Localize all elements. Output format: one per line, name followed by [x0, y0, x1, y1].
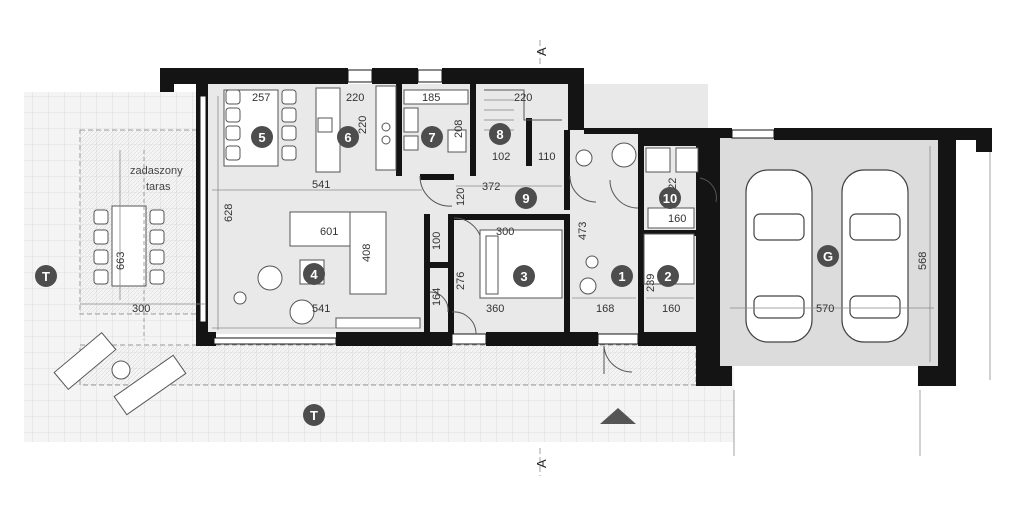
- garage-cars: [745, 169, 909, 343]
- doors: [419, 175, 717, 374]
- room-badge-terrace-left: T: [35, 265, 57, 287]
- dim-label: 220: [346, 92, 364, 104]
- room-badge-5: 5: [251, 126, 273, 148]
- dim-label: 628: [223, 204, 235, 222]
- svg-text:9: 9: [522, 191, 529, 206]
- dim-label: 208: [453, 120, 465, 138]
- dim-label: 110: [538, 151, 556, 163]
- dim-label: 541: [312, 303, 330, 315]
- entrance-arrow-icon: [600, 408, 636, 424]
- dim-label: 168: [596, 303, 614, 315]
- dim-label: 160: [662, 303, 680, 315]
- room-badge-garage: G: [817, 245, 839, 267]
- dim-label: 570: [816, 303, 834, 315]
- svg-text:G: G: [823, 249, 833, 264]
- svg-text:5: 5: [258, 130, 265, 145]
- room-badge-4: 4: [303, 263, 325, 285]
- dim-label: 160: [668, 213, 686, 225]
- dim-label: 120: [455, 188, 467, 206]
- dim-label: 473: [577, 222, 589, 240]
- terrace-dining-table: [93, 205, 165, 287]
- terrace-label-line2: taras: [146, 181, 171, 193]
- dim-label: 185: [422, 92, 440, 104]
- sun-loungers: [53, 331, 187, 416]
- room-badge-terrace-bottom: T: [303, 404, 325, 426]
- dim-label: 408: [361, 244, 373, 262]
- svg-text:4: 4: [310, 267, 318, 282]
- dim-label: 300: [496, 226, 514, 238]
- dim-label: 102: [492, 151, 510, 163]
- svg-text:3: 3: [520, 269, 527, 284]
- room-badge-3: 3: [513, 265, 535, 287]
- dim-label: 220: [357, 116, 369, 134]
- dim-label: 164: [431, 288, 443, 306]
- room-badge-1: 1: [611, 265, 633, 287]
- svg-text:T: T: [310, 408, 318, 423]
- dim-label: 100: [431, 232, 443, 250]
- section-marker-bottom: A: [534, 459, 549, 468]
- terrace-label-line1: zadaszony: [130, 165, 183, 177]
- svg-text:8: 8: [496, 127, 503, 142]
- dimension-labels: 257 220 220 185 220 208 102 110 541 372 …: [115, 92, 929, 315]
- dim-label: 663: [115, 252, 127, 270]
- room-badge-10: 10: [659, 187, 681, 209]
- dim-label: 220: [514, 92, 532, 104]
- room-badge-8: 8: [489, 123, 511, 145]
- dim-label: 239: [645, 274, 657, 292]
- walls: [160, 68, 992, 386]
- dim-label: 601: [320, 226, 338, 238]
- svg-text:1: 1: [618, 269, 625, 284]
- dim-label: 300: [132, 303, 150, 315]
- svg-text:6: 6: [344, 130, 351, 145]
- dim-label: 541: [312, 179, 330, 191]
- room-badges: 5 6 7 8 9 10 4 3 1 2 G T T: [35, 123, 839, 426]
- room-badge-7: 7: [421, 126, 443, 148]
- dim-label: 257: [252, 92, 270, 104]
- svg-text:7: 7: [428, 130, 435, 145]
- dimension-lines: [80, 40, 991, 476]
- svg-text:T: T: [42, 269, 50, 284]
- room-badge-9: 9: [515, 187, 537, 209]
- dim-label: 372: [482, 181, 500, 193]
- room-badge-6: 6: [337, 126, 359, 148]
- dim-label: 568: [917, 252, 929, 270]
- svg-text:2: 2: [664, 269, 671, 284]
- section-marker-top: A: [534, 47, 549, 56]
- room-badge-2: 2: [657, 265, 679, 287]
- dim-label: 360: [486, 303, 504, 315]
- dim-label: 276: [455, 272, 467, 290]
- svg-text:10: 10: [663, 191, 677, 206]
